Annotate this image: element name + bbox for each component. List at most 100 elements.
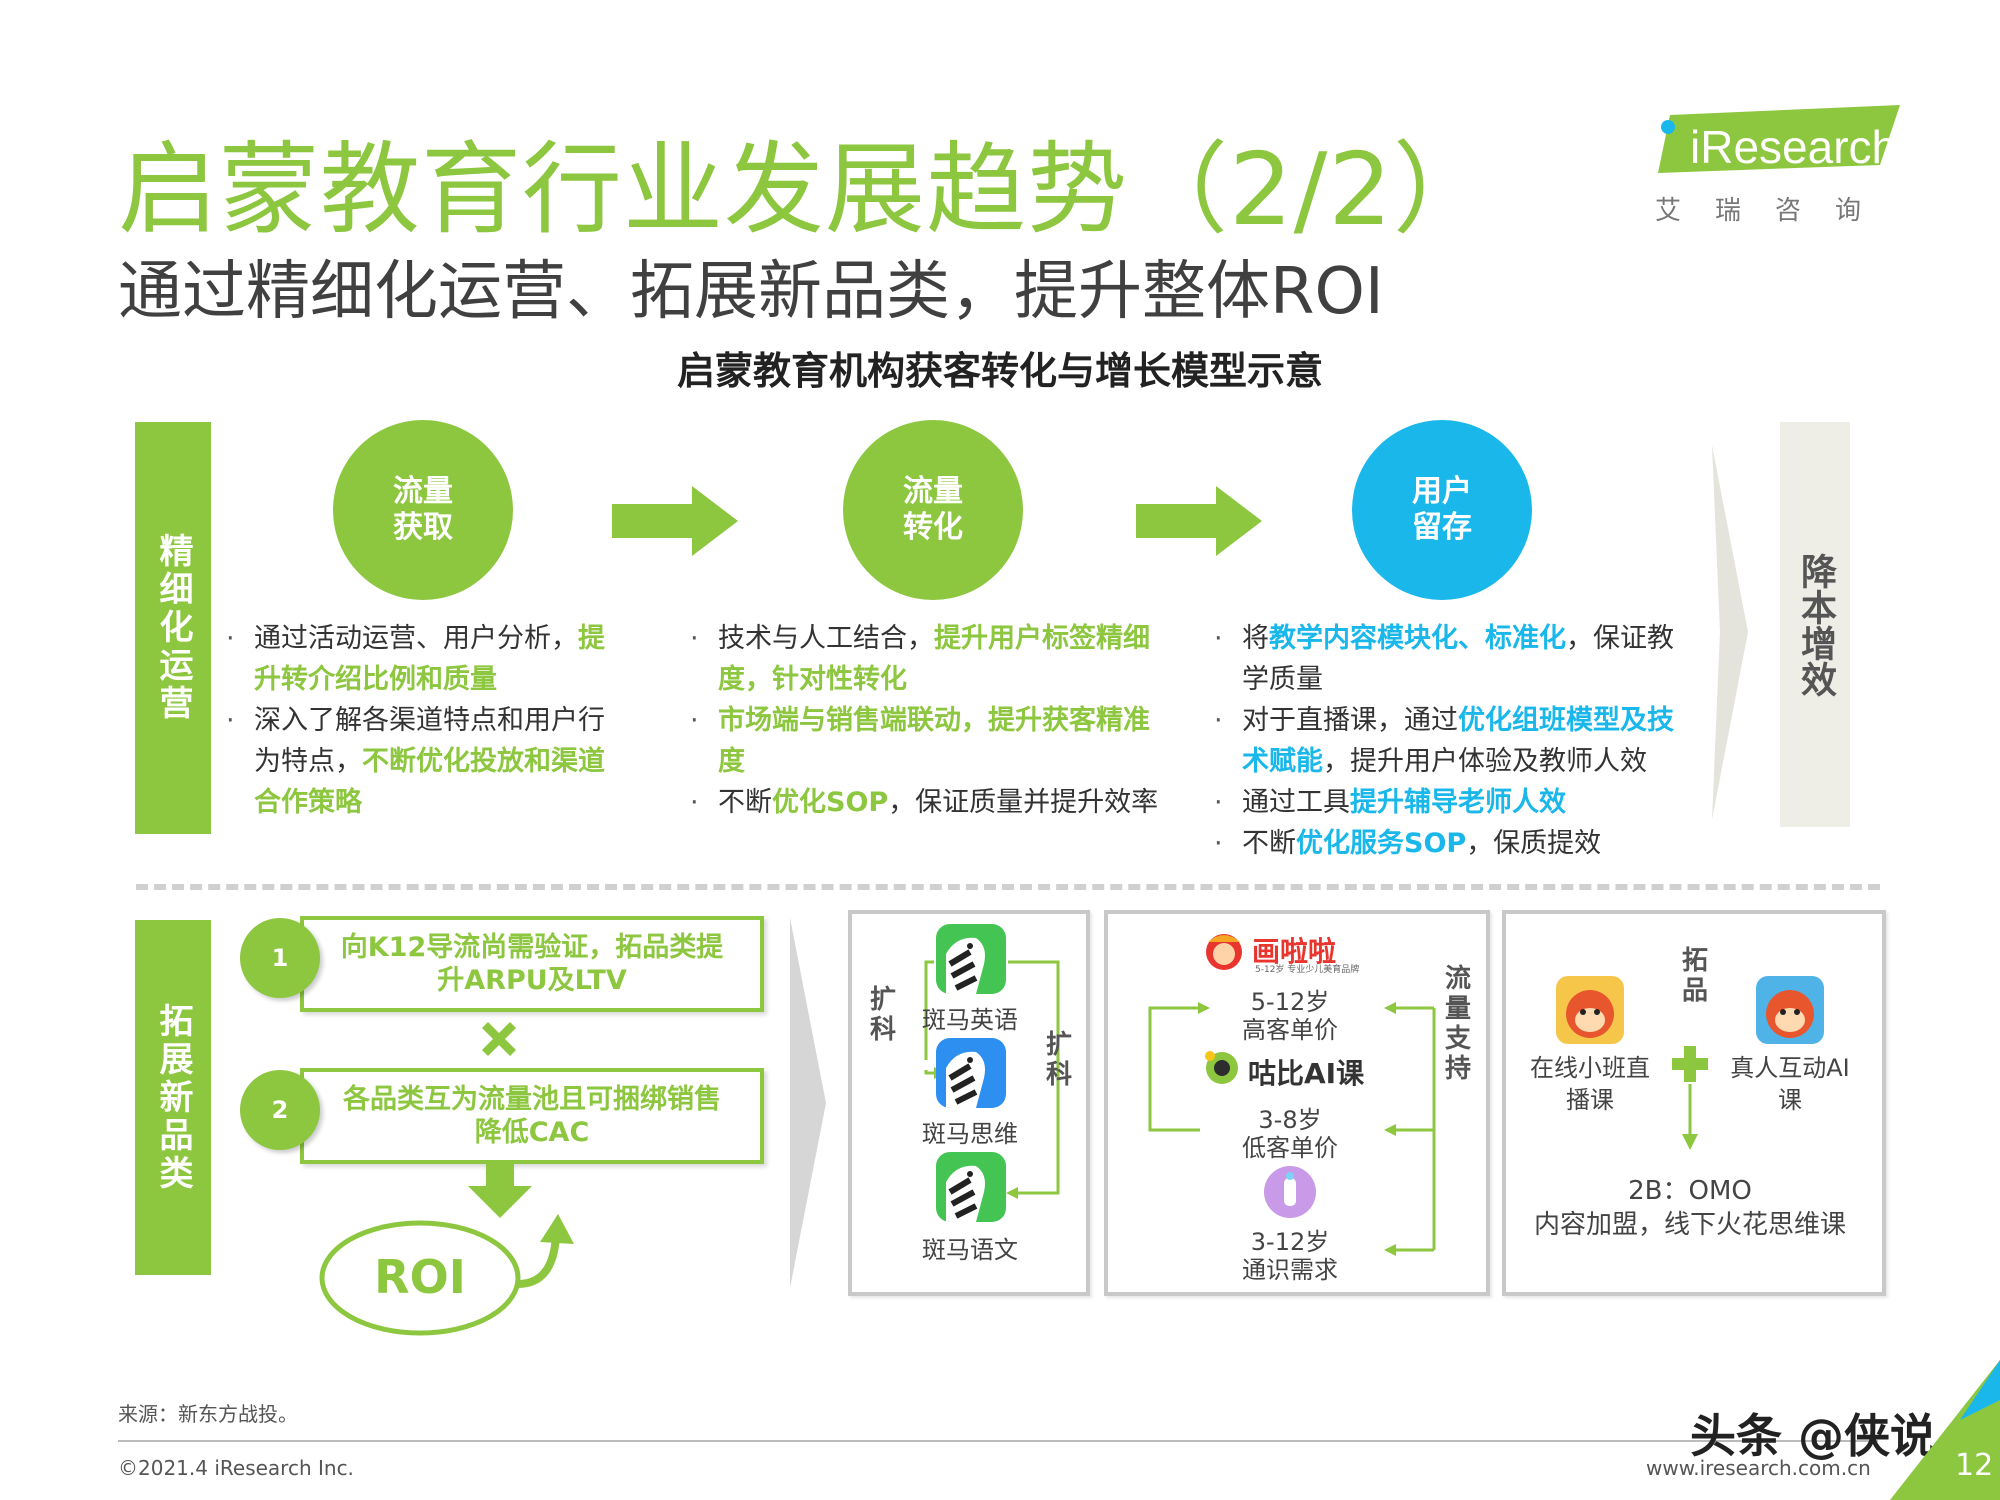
footer-divider	[118, 1440, 1878, 1442]
stage-circle-retain: 用户留存	[1352, 420, 1532, 600]
section-label-new-category: 拓展新品类	[135, 920, 211, 1275]
stage-circle-convert: 流量转化	[843, 420, 1023, 600]
bullet-highlight: 市场端与销售端联动，提升获客精准度	[718, 705, 1150, 777]
panel-brands	[1104, 910, 1490, 1296]
arrow-down-icon	[468, 1164, 532, 1218]
panel-sparkle	[1502, 910, 1886, 1296]
brand-price-hualala: 高客单价	[1242, 1016, 1338, 1044]
zebra-english-app-icon	[936, 924, 1006, 994]
flow-arrow-icon	[612, 486, 738, 556]
corner-decoration	[1890, 1360, 2000, 1500]
monkey-ai-icon	[1756, 976, 1824, 1044]
bullet-text: 技术与人工结合，	[718, 623, 934, 654]
bullet-highlight: 不断优化投放和渠道合作策略	[254, 746, 605, 818]
zebra-thinking-app-icon	[936, 1038, 1006, 1108]
bullet-text: 通过活动运营、用户分析，	[254, 623, 578, 654]
omo-title: 2B：OMO	[1628, 1176, 1752, 1206]
bullet-text: 对于直播课，通过	[1242, 705, 1458, 736]
bullet-text: 通过工具	[1242, 787, 1350, 818]
section-label-ops: 精细化运营	[135, 422, 211, 834]
stage-circle-label: 用户留存	[1412, 474, 1472, 545]
stage-circle-label: 流量转化	[903, 474, 963, 545]
bullet-text: 不断	[718, 787, 772, 818]
hualala-brand-tag: 5-12岁 专业少儿美育品牌	[1255, 965, 1360, 975]
watermark: 头条 @侠说	[1690, 1409, 1937, 1463]
bullet-item: 市场端与销售端联动，提升获客精准度	[686, 700, 1176, 782]
gubi-logo-icon	[1205, 1051, 1238, 1084]
stage-circle-label: 流量获取	[393, 474, 453, 545]
hualala-brand-text: 画啦啦	[1252, 935, 1337, 968]
bullet-text: ，保质提效	[1466, 828, 1602, 859]
step-banner-1: 向K12导流尚需验证，拓品类提升ARPU及LTV	[300, 916, 764, 1012]
bullet-text: ，保证质量并提升效率	[888, 787, 1159, 818]
panel-brands-connectors	[1148, 1002, 1436, 1256]
bullet-text: ，提升用户体验及教师人效	[1323, 746, 1647, 777]
bullet-text: 将	[1242, 623, 1269, 654]
iresearch-logo	[1658, 105, 1900, 173]
expand-subject-label-left: 扩科	[869, 985, 896, 1045]
page-number: 12	[1955, 1448, 1994, 1483]
zebra-chinese-app-icon	[936, 1152, 1006, 1222]
plus-arrow-icon	[1672, 1046, 1708, 1150]
omo-desc: 内容加盟，线下火花思维课	[1533, 1210, 1846, 1240]
brand-age-hualala: 5-12岁	[1250, 988, 1330, 1016]
bullet-text: 不断	[1242, 828, 1296, 859]
chevron-right-icon	[790, 918, 826, 1288]
section-divider	[136, 884, 1880, 890]
step-text: 向K12导流尚需验证，拓品类提升ARPU及LTV	[340, 932, 724, 996]
logo-text-cn: 艾瑞咨询	[1655, 196, 1896, 226]
copyright: ©2021.4 iResearch Inc.	[118, 1456, 354, 1480]
gubi-brand-text: 咕比AI课	[1248, 1057, 1365, 1090]
brand-age-general: 3-12岁	[1250, 1228, 1330, 1256]
general-knowledge-app-icon	[1264, 1166, 1316, 1218]
roi-label: ROI	[374, 1250, 466, 1304]
chevron-right-icon	[1712, 445, 1748, 820]
bullet-item: 通过工具提升辅导老师人效	[1210, 782, 1700, 823]
multiply-icon	[482, 1022, 516, 1056]
bullet-item: 深入了解各渠道特点和用户行为特点，不断优化投放和渠道合作策略	[222, 700, 622, 823]
app-label-zebra-chinese: 斑马语文	[922, 1236, 1018, 1264]
brand-price-gubi: 低客单价	[1242, 1134, 1338, 1162]
bullet-text: 深入了解各渠道特点和用户行为特点，	[254, 705, 605, 777]
step-number-2: 2	[240, 1070, 320, 1150]
bullet-text: ，保证教学质量	[1242, 623, 1674, 695]
app-label-zebra-english: 斑马英语	[922, 1006, 1018, 1034]
bullet-item: 技术与人工结合，提升用户标签精细度，针对性转化	[686, 618, 1176, 700]
bullet-highlight: 提升用户标签精细度，针对性转化	[718, 623, 1150, 695]
bullet-item: 不断优化SOP，保证质量并提升效率	[686, 782, 1176, 823]
bullet-item: 对于直播课，通过优化组班模型及技术赋能，提升用户体验及教师人效	[1210, 700, 1700, 782]
bullet-item: 通过活动运营、用户分析，提升转介绍比例和质量	[222, 618, 622, 700]
bullets-retain: 将教学内容模块化、标准化，保证教学质量对于直播课，通过优化组班模型及技术赋能，提…	[1210, 618, 1700, 864]
bullet-highlight: 优化服务SOP	[1296, 828, 1467, 859]
page-subtitle: 通过精细化运营、拓展新品类，提升整体ROI	[118, 255, 1384, 329]
app-label-zebra-thinking: 斑马思维	[922, 1120, 1018, 1148]
website-url: www.iresearch.com.cn	[1646, 1456, 1871, 1480]
expand-subject-label-right: 扩科	[1045, 1030, 1072, 1090]
bullet-item: 不断优化服务SOP，保质提效	[1210, 823, 1700, 864]
bullet-item: 将教学内容模块化、标准化，保证教学质量	[1210, 618, 1700, 700]
result-text: 降本增效	[1795, 552, 1836, 697]
traffic-support-label: 流量支持	[1444, 964, 1471, 1084]
bullet-highlight: 优化SOP	[772, 787, 889, 818]
live-ai-class-label: 真人互动AI课	[1730, 1054, 1850, 1114]
bullet-highlight: 教学内容模块化、标准化	[1269, 623, 1566, 654]
page-title: 启蒙教育行业发展趋势（2/2）	[118, 131, 1494, 248]
source-note: 来源：新东方战投。	[118, 1402, 298, 1426]
section-label-new-category-text: 拓展新品类	[153, 1002, 193, 1193]
brand-need-general: 通识需求	[1242, 1256, 1338, 1284]
diagram-title: 启蒙教育机构获客转化与增长模型示意	[676, 349, 1323, 393]
hualala-logo-icon	[1206, 934, 1242, 970]
step-number-1: 1	[240, 918, 320, 998]
monkey-class-icon	[1556, 976, 1624, 1044]
stage-circle-acquire: 流量获取	[333, 420, 513, 600]
roi-ellipse	[319, 1214, 574, 1336]
step-banner-2: 各品类互为流量池且可捆绑销售降低CAC	[300, 1068, 764, 1164]
bullet-highlight: 优化组班模型及技术赋能	[1242, 705, 1674, 777]
bullets-convert: 技术与人工结合，提升用户标签精细度，针对性转化市场端与销售端联动，提升获客精准度…	[686, 618, 1176, 823]
result-box: 降本增效	[1780, 422, 1850, 827]
logo-text-en: iResearch	[1690, 121, 1898, 173]
bullets-acquire: 通过活动运营、用户分析，提升转介绍比例和质量深入了解各渠道特点和用户行为特点，不…	[222, 618, 622, 823]
section-label-ops-text: 精细化运营	[153, 533, 193, 723]
brand-age-gubi: 3-8岁	[1258, 1106, 1322, 1134]
bullet-highlight: 提升转介绍比例和质量	[254, 623, 605, 695]
